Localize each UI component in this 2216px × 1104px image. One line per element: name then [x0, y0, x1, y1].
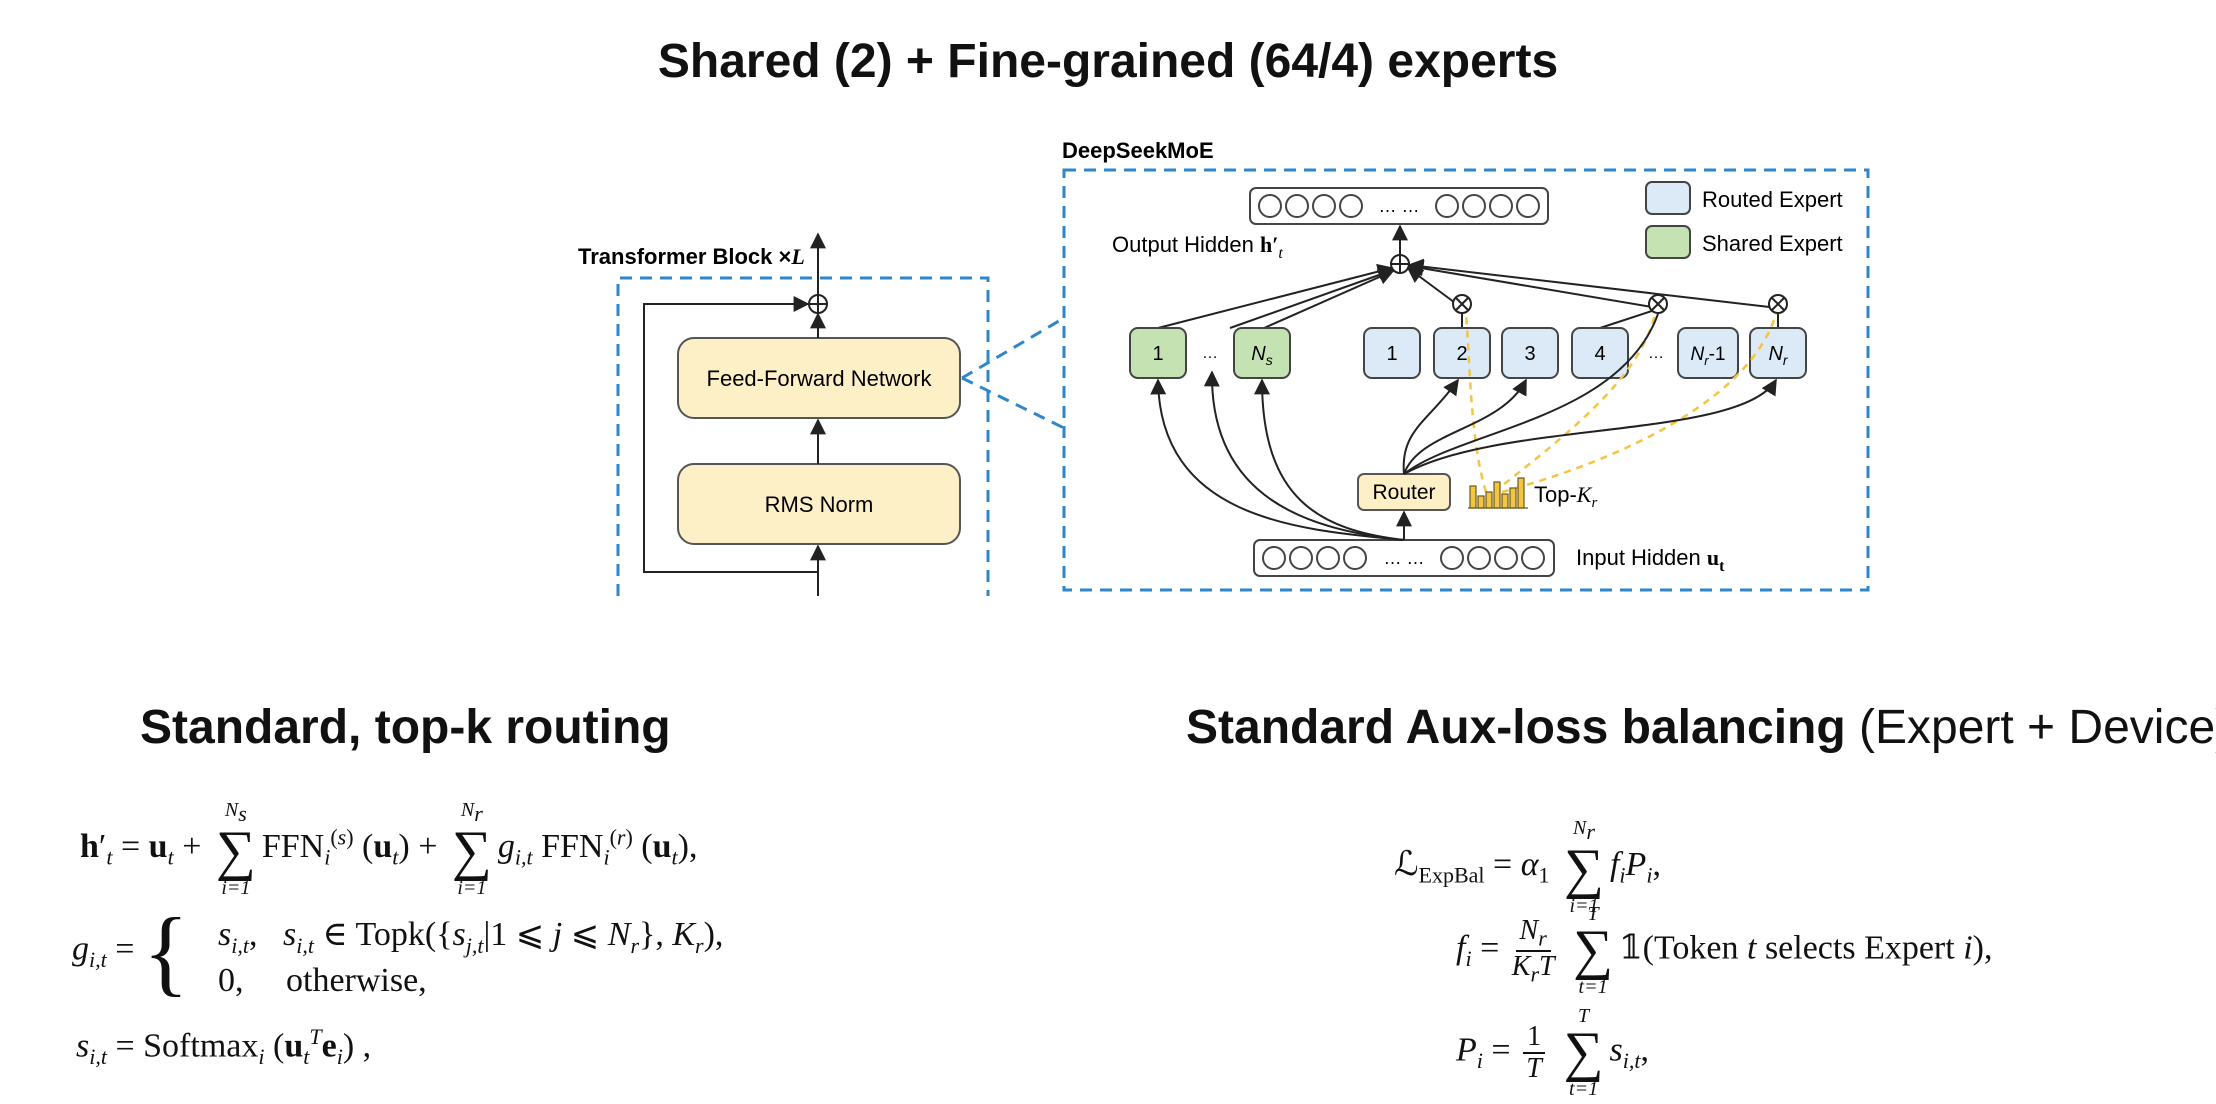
deepseekmoe-panel: DeepSeekMoE … … Output Hidden h′t Routed…: [1062, 138, 1870, 592]
aux-title: Standard Aux-loss balancing (Expert + De…: [1186, 700, 2216, 755]
shared-expert-1-label: 1: [1152, 343, 1163, 365]
routed-expert-2: [1433, 327, 1491, 379]
legend-shared-label: Shared Expert: [1702, 231, 1843, 256]
legend-routed-swatch: [1645, 181, 1691, 215]
transformer-block: Transformer Block ×L RMS Norm Feed-Forwa…: [578, 232, 990, 596]
multiply-node-nr: [1768, 294, 1788, 328]
aux-title-bold: Standard Aux-loss balancing: [1186, 701, 1846, 754]
routed-expert-2-label: 2: [1456, 343, 1467, 365]
routing-eq-line2-case1: si,t, si,t ∈ Topk({sj,t|1 ⩽ j ⩽ Nr}, Kr)…: [218, 916, 724, 958]
deepseekmoe-label: DeepSeekMoE: [1062, 138, 1214, 163]
routed-expert-1: [1363, 327, 1421, 379]
shared-experts: 1 … Ns: [1129, 327, 1291, 379]
output-hidden-label: Output Hidden h′t: [1112, 232, 1283, 262]
aux-title-light: (Expert + Device): [1845, 701, 2216, 754]
shared-expert-ns: [1233, 327, 1291, 379]
multiply-node-4: [1599, 294, 1668, 329]
input-hidden-ellipsis: … …: [1383, 548, 1424, 568]
routed-expert-3-label: 3: [1524, 343, 1535, 365]
output-hidden-ellipsis: … …: [1378, 196, 1419, 216]
routed-expert-ellipsis: …: [1648, 345, 1664, 362]
transformer-block-dashed-border: [616, 276, 990, 596]
legend-routed-label: Routed Expert: [1702, 187, 1843, 212]
shared-expert-ellipsis: …: [1202, 345, 1218, 362]
zoom-connector-top: [961, 316, 1065, 380]
routed-expert-nr-1: [1677, 327, 1739, 379]
routing-eq-line2-case2: 0, otherwise,: [218, 962, 427, 999]
output-hidden-vector: … …: [1249, 187, 1549, 225]
legend-shared-swatch: [1645, 225, 1691, 259]
input-hidden-label: Input Hidden ut: [1576, 545, 1725, 575]
shared-expert-1: [1129, 327, 1187, 379]
topk-label: Top-Kr: [1534, 482, 1597, 511]
routing-eq-line2: gi,t = {: [72, 898, 189, 1005]
routed-expert-1-label: 1: [1386, 343, 1397, 365]
moe-architecture-diagram: Transformer Block ×L RMS Norm Feed-Forwa…: [578, 138, 1870, 596]
input-arrows: [1150, 370, 1412, 541]
ffn-label: Feed-Forward Network: [707, 366, 933, 391]
expert-to-sum-arrows: [1157, 258, 1779, 329]
routing-eq-line3: si,t = Softmaxi (utTei) ,: [76, 1024, 372, 1070]
routed-expert-nr-1-label: Nr-1: [1691, 344, 1726, 368]
deepseekmoe-dashed-border: [1062, 168, 1870, 592]
topk-bars-icon: [1468, 477, 1528, 509]
routed-experts: 1 2 3 4 … Nr-1 Nr: [1363, 327, 1807, 379]
routed-expert-4: [1571, 327, 1629, 379]
routed-expert-nr: [1749, 327, 1807, 379]
routed-expert-3: [1501, 327, 1559, 379]
multiply-node-2: [1452, 294, 1472, 328]
router-label: Router: [1372, 481, 1435, 504]
transformer-block-label: Transformer Block ×L: [578, 244, 805, 269]
zoom-connector-bottom: [961, 376, 1065, 430]
main-title: Shared (2) + Fine-grained (64/4) experts: [657, 35, 1559, 88]
routed-expert-4-label: 4: [1594, 343, 1605, 365]
routing-title: Standard, top-k routing: [140, 701, 671, 754]
gate-multiply-nodes: [1452, 294, 1788, 329]
router-to-expert-arrows: [1402, 313, 1777, 475]
gate-weight-lines: [1464, 313, 1778, 494]
rms-norm-label: RMS Norm: [765, 492, 874, 517]
input-hidden-vector: … …: [1253, 539, 1555, 577]
